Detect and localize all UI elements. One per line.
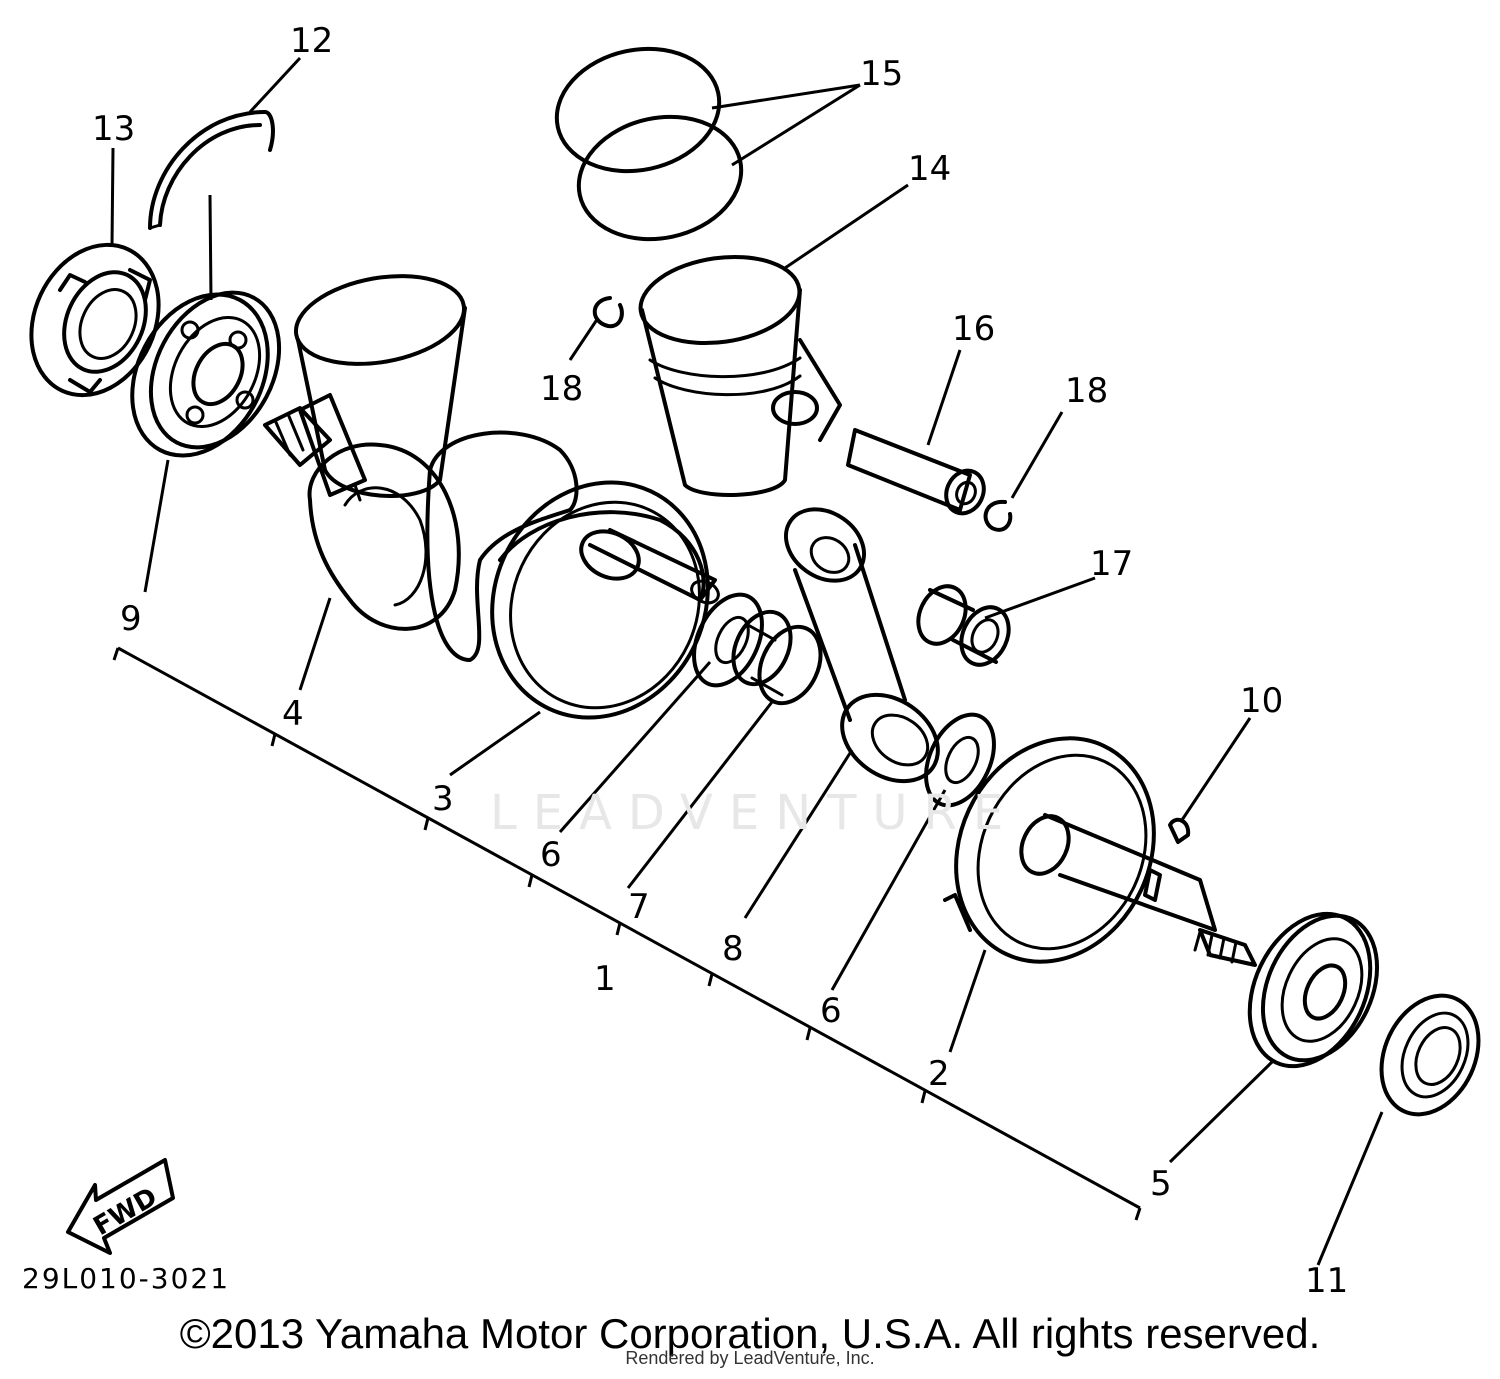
woodruff-key-10 (1168, 817, 1191, 844)
copyright-notice: ©2013 Yamaha Motor Corporation, U.S.A. A… (179, 1310, 1321, 1357)
callout-9: 9 (120, 599, 142, 639)
callout-15: 15 (860, 54, 903, 94)
oil-seal-13 (29, 242, 161, 398)
needle-bearing-17 (916, 584, 1011, 667)
callout-16: 16 (952, 309, 995, 349)
connecting-rod-8 (784, 507, 940, 784)
assembly-bracket (112, 646, 1142, 1221)
callout-6b: 6 (820, 991, 842, 1031)
callout-5: 5 (1150, 1164, 1172, 1204)
bearing-9 (130, 290, 282, 458)
callout-4: 4 (282, 694, 304, 734)
piston-rings-15 (554, 46, 744, 242)
circlip-18a (592, 296, 624, 329)
callout-14: 14 (908, 149, 951, 189)
bearing-5 (1247, 911, 1380, 1069)
callout-13: 13 (92, 109, 135, 149)
oil-seal-11 (1379, 993, 1481, 1117)
crank-left-half-4 (263, 393, 461, 631)
diagram-code: 29L010-3021 (22, 1262, 231, 1295)
crank-web-3 (425, 430, 710, 720)
callout-3: 3 (432, 779, 454, 819)
callout-12: 12 (290, 21, 333, 61)
washer-6a (692, 592, 764, 688)
callout-18a: 18 (540, 369, 583, 409)
watermark: LEADVENTURE (490, 785, 1020, 841)
piston-outline (293, 274, 467, 502)
needle-bearing-7 (731, 609, 823, 706)
callout-6a: 6 (540, 835, 562, 875)
piston-pin-16 (846, 428, 986, 516)
crank-right-half-2 (943, 736, 1257, 967)
fwd-label: FWD (89, 1182, 163, 1242)
forward-arrow (66, 1158, 175, 1255)
piston-14 (638, 254, 842, 498)
callout-11: 11 (1305, 1261, 1348, 1301)
circlip-12 (148, 110, 275, 230)
callout-2: 2 (928, 1054, 950, 1094)
crankpin (579, 528, 720, 605)
callout-8: 8 (722, 929, 744, 969)
callout-7: 7 (628, 887, 650, 927)
callout-17: 17 (1090, 544, 1133, 584)
callout-10: 10 (1240, 681, 1283, 721)
washer-6b (924, 712, 996, 808)
circlip-18b (983, 499, 1013, 532)
callout-1: 1 (594, 959, 616, 999)
callout-18b: 18 (1065, 371, 1108, 411)
leader-lines (110, 56, 1384, 1266)
rendered-by-note: Rendered by LeadVenture, Inc. (625, 1348, 875, 1368)
